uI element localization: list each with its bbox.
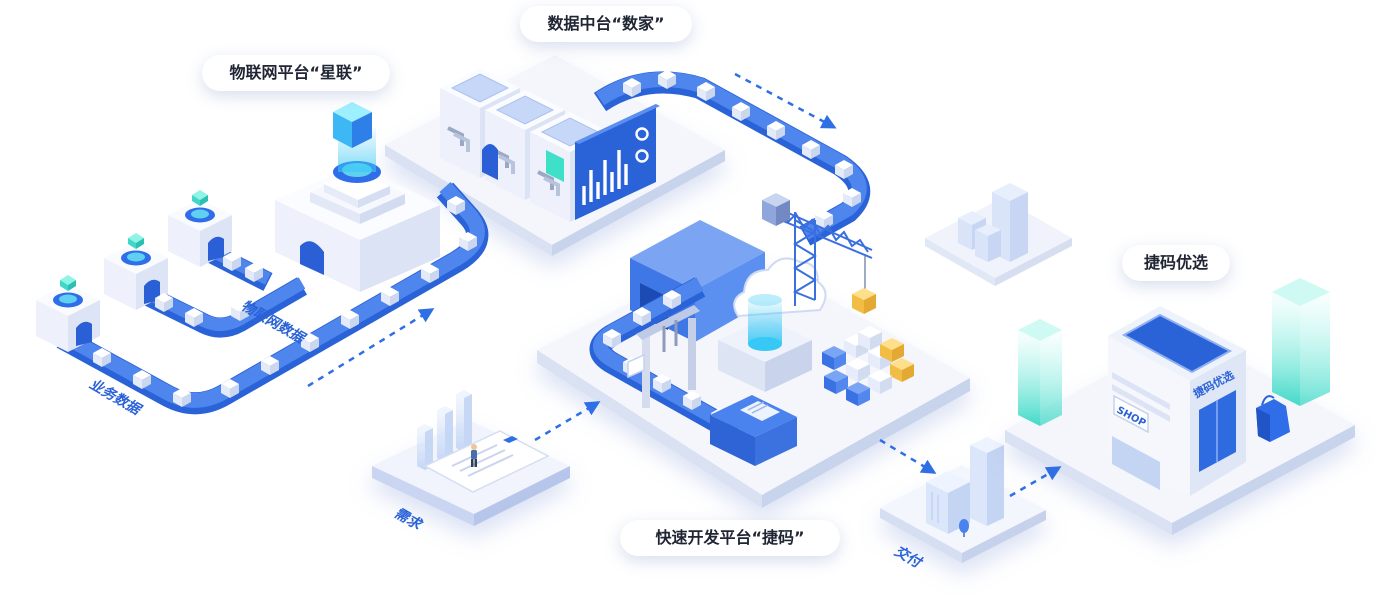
arrow-icon — [1009, 466, 1062, 498]
shopping-bag-icon — [1256, 395, 1290, 442]
data-building-screen — [546, 150, 564, 182]
data-platform-label: 数据中台“数家” — [520, 6, 692, 42]
delivery-buildings — [926, 437, 1004, 537]
background-city-tile — [925, 183, 1072, 286]
iot-gem-icon — [333, 102, 372, 148]
bar-chart-icon — [582, 150, 628, 205]
arrow-icon — [879, 438, 937, 474]
glow-pillar-left — [1018, 319, 1062, 426]
crane-counterweight — [762, 193, 790, 226]
data-beam — [748, 300, 782, 344]
glow-pillar-right — [1272, 278, 1330, 406]
gauge-icon — [635, 127, 649, 141]
dev-platform-label: 快速开发平台“捷码” — [620, 520, 840, 556]
tree-icon — [959, 519, 969, 533]
arrow-icon — [734, 72, 837, 129]
iot-building-arch — [300, 241, 324, 275]
iot-device-cube — [168, 190, 232, 267]
shop-platform-label: 捷码优选 — [1122, 245, 1230, 281]
data-platform-buildings — [438, 66, 612, 224]
dashboard-panel — [575, 104, 660, 220]
shop-sign-board — [1113, 394, 1149, 434]
demand-bars — [417, 390, 472, 470]
packaging-machine — [710, 395, 797, 466]
flow-arrows — [307, 72, 1062, 498]
gauge-icon — [635, 149, 649, 163]
person-icon — [471, 444, 477, 467]
data-building-arch — [482, 144, 498, 180]
iot-platform-building — [275, 102, 440, 292]
iot-platform-label: 物联网平台“星联” — [202, 55, 390, 91]
shop-window — [1112, 436, 1160, 490]
shop-building: SHOP 捷码优选 — [1108, 306, 1246, 496]
crane-cargo-box — [852, 288, 876, 314]
arrow-icon — [534, 401, 601, 442]
shop-roof-screen — [1121, 313, 1233, 374]
gantry-gate — [627, 305, 700, 408]
iot-device-cube — [36, 275, 100, 352]
